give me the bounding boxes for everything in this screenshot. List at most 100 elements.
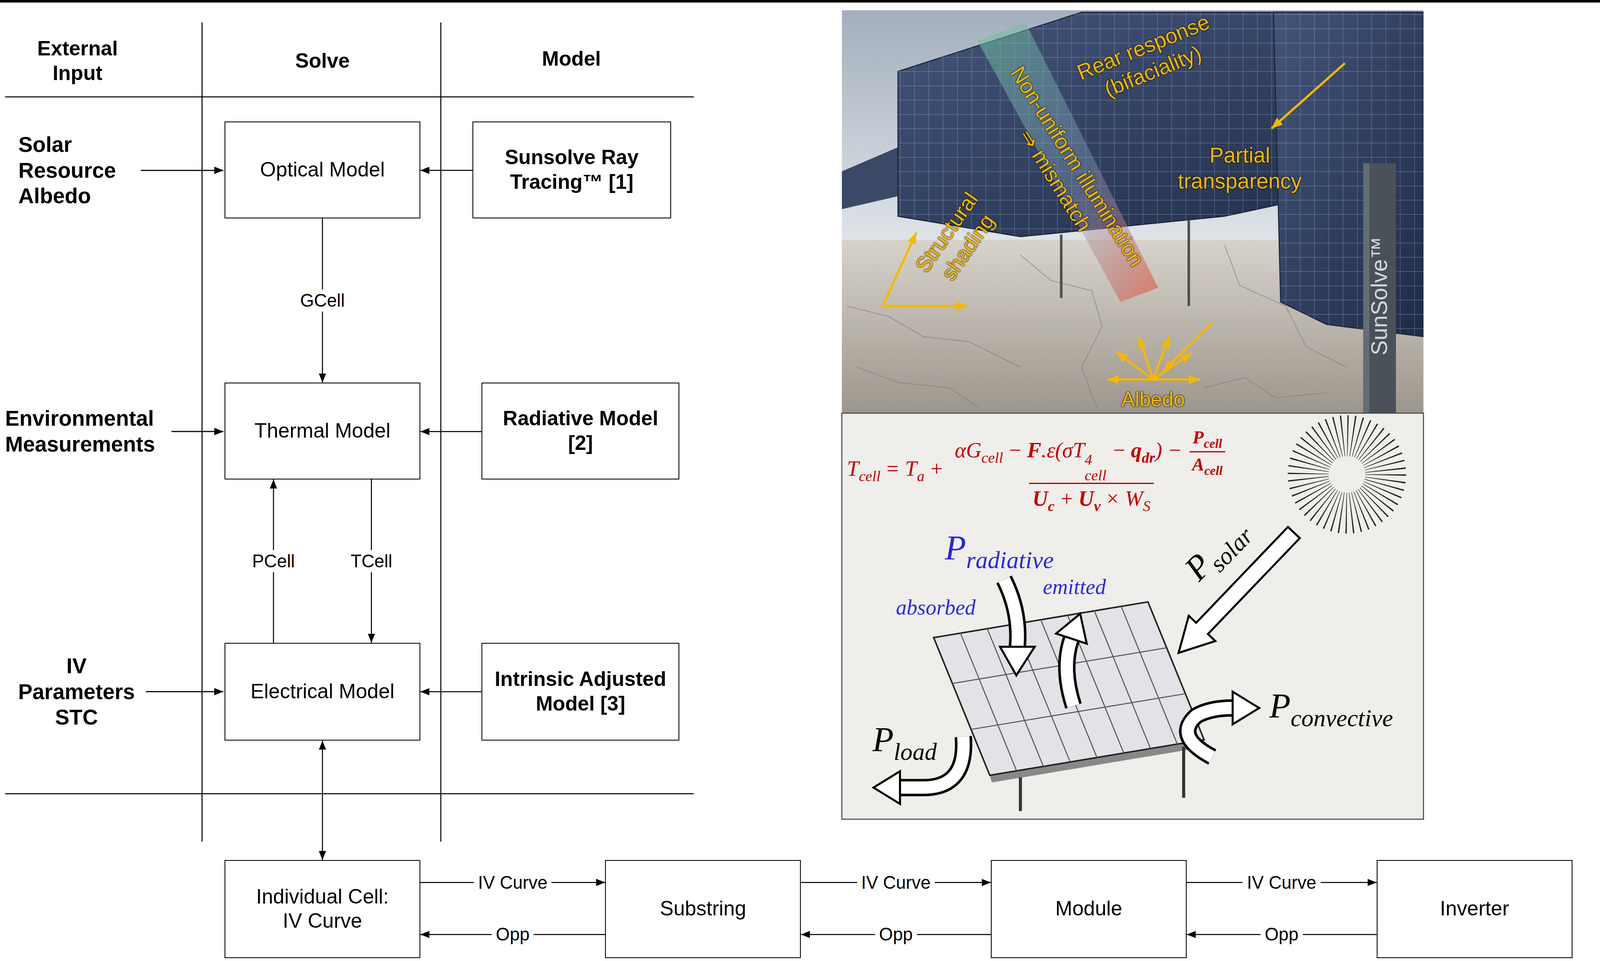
equation-term: a — [916, 467, 925, 485]
equation-term: F — [1026, 437, 1042, 462]
connector-label: Opp — [875, 923, 917, 946]
input-arrows — [140, 170, 224, 692]
equation-row: Pcell — [1192, 426, 1223, 452]
equation-term: .ε(σT — [1041, 437, 1085, 462]
equation-term: cell — [1204, 463, 1223, 478]
power-label: Pradiative — [944, 527, 1054, 575]
model-box: Sunsolve Ray Tracing™ [1] — [472, 121, 672, 219]
panel-grid — [952, 606, 1186, 771]
equation-term: U — [1032, 486, 1048, 511]
connector-label: IV Curve — [474, 871, 552, 894]
solar-panel — [933, 601, 1205, 775]
box-label: Thermal Model — [254, 418, 391, 444]
equation-term: S — [1143, 497, 1151, 515]
crack — [846, 306, 1021, 368]
watermark: SunSolve™ — [1366, 236, 1394, 356]
grid-line — [1094, 610, 1151, 749]
thermal-equation: Tcell= Ta+αGcell−F.ε(σT4cell−qdr) −Pcell… — [846, 426, 1235, 516]
equation-term: − — [1007, 437, 1023, 462]
equation-term: cell — [858, 467, 881, 485]
albedo-arrow — [1153, 353, 1192, 380]
connector-label: IV Curve — [1242, 871, 1321, 894]
equation-term: + — [1059, 486, 1074, 511]
input-label: Environmental Measurements — [4, 405, 179, 458]
shading-arrow — [882, 304, 968, 308]
top-rule — [0, 0, 1600, 3]
grid-line — [987, 628, 1044, 766]
power-subscript: load — [893, 738, 937, 766]
equation-term: U — [1078, 486, 1094, 511]
arrow-head — [1056, 613, 1087, 644]
equation-row: αGcell−F.ε(σT4cell−qdr) −PcellAcell — [954, 426, 1229, 483]
leg — [1059, 234, 1063, 298]
panel-stand — [1020, 746, 1184, 812]
sun-rays — [1308, 435, 1386, 514]
connector — [420, 169, 473, 172]
leg — [1182, 746, 1186, 798]
process-box: Electrical Model — [224, 642, 421, 741]
power-symbol: P — [872, 720, 894, 759]
albedo-in-arrow — [1163, 322, 1213, 372]
connector-label: IV Curve — [857, 871, 935, 894]
box-label: Inverter — [1439, 896, 1510, 922]
box-label: Substring — [660, 896, 747, 922]
denominator: Acell — [1189, 451, 1226, 479]
column-header: External Input — [16, 36, 139, 86]
box-label: Module — [1055, 896, 1123, 922]
connector — [321, 740, 324, 860]
process-box: Individual Cell: IV Curve — [224, 859, 421, 959]
box-label: Optical Model — [260, 157, 386, 183]
power-label: Pconvective — [1269, 685, 1394, 733]
equation-term: T — [846, 456, 859, 481]
numerator: Pcell — [1189, 426, 1225, 452]
post — [1363, 163, 1396, 414]
sketch-panel — [841, 412, 1424, 819]
process-box: Inverter — [1376, 859, 1573, 959]
box-label: Electrical Model — [250, 679, 395, 704]
photo-callout: Albedo — [1121, 387, 1186, 413]
leg — [1018, 777, 1022, 812]
arrow-head — [1232, 691, 1260, 725]
power-label: Psolar — [1175, 508, 1260, 593]
power-subscript: radiative — [966, 546, 1055, 574]
photo-callout: Partial transparency — [1163, 142, 1317, 194]
connector — [420, 691, 482, 693]
arrow-fill — [1066, 638, 1074, 707]
arrow-outline — [1187, 708, 1234, 757]
photo-callout: Structural shading — [903, 178, 1011, 301]
connector-label: Opp — [1260, 923, 1303, 946]
albedo-arrow — [1138, 336, 1154, 380]
equation-term: cell — [1203, 436, 1223, 451]
crack — [1203, 377, 1327, 399]
connector-label: PCell — [247, 550, 299, 573]
box-label: Sunsolve Ray Tracing™ [1] — [481, 145, 663, 195]
numerator: αGcell−F.ε(σT4cell−qdr) −PcellAcell — [951, 426, 1232, 483]
absorbed-arrow — [999, 579, 1035, 676]
equation-term: + — [929, 456, 944, 481]
photo-callout: Rear response (bifaciality) — [1062, 4, 1234, 114]
process-box: Substring — [605, 859, 801, 959]
albedo-arrow — [1107, 378, 1154, 381]
power-symbol: P — [1269, 686, 1291, 725]
arrow-outline — [1004, 579, 1018, 647]
flux-label: emitted — [1042, 573, 1107, 600]
albedo-arrow — [1153, 378, 1200, 381]
denominator: Uc+Uv× WS — [1029, 482, 1154, 516]
input-label: IV Parameters STC — [12, 653, 141, 731]
connector-label: GCell — [295, 289, 349, 312]
column-header: Model — [541, 46, 601, 72]
arrow-head — [999, 646, 1035, 676]
equation-term: ) − — [1155, 437, 1183, 462]
equation-row: Acell — [1191, 453, 1223, 479]
model-box: Intrinsic Adjusted Model [3] — [481, 642, 680, 741]
arrow-outline — [1066, 638, 1074, 707]
sup-sub: 4cell — [1084, 451, 1107, 483]
equation-term: 4 — [1084, 451, 1107, 468]
power-symbol: P — [944, 528, 967, 567]
energy-balance-sketch — [841, 412, 1424, 819]
column-header: Solve — [295, 48, 350, 74]
process-box: Optical Model — [224, 121, 421, 219]
process-box: Thermal Model — [224, 382, 421, 480]
input-arrow — [140, 169, 224, 172]
